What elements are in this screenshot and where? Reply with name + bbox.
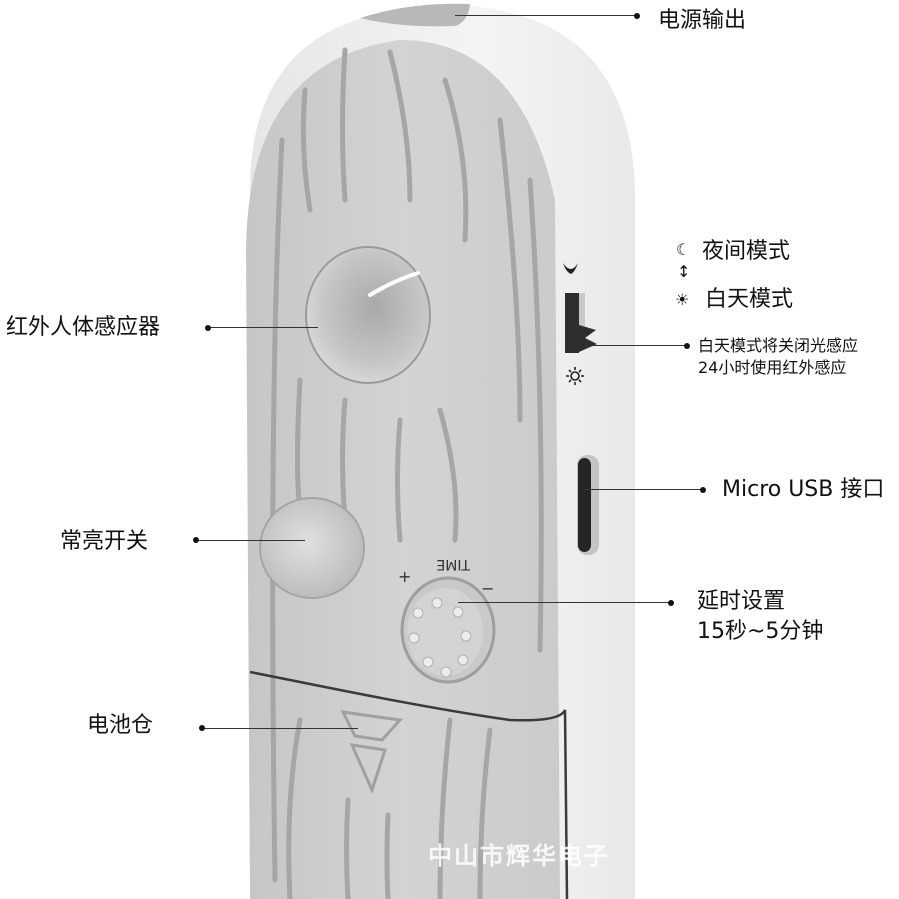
label-day-mode-note: 白天模式将关闭光感应 24小时使用红外感应 [698, 335, 858, 379]
leader-always-on [197, 540, 305, 541]
pir-sensor-lens [305, 246, 431, 384]
leader-power-output [455, 15, 635, 16]
dot-power-output [634, 13, 640, 19]
micro-usb-port [577, 455, 599, 555]
always-on-button [259, 497, 365, 599]
device-front-face [246, 40, 560, 899]
dial-minus: − [481, 579, 494, 598]
label-delay-setting: 延时设置 15秒~5分钟 [697, 587, 823, 647]
dot-always-on [193, 537, 199, 543]
label-micro-usb: Micro USB 接口 [722, 477, 885, 502]
label-day-mode: 白天模式 [705, 287, 794, 312]
dot-battery [199, 725, 205, 731]
dot-delay-setting [668, 600, 674, 606]
leader-pir-sensor [210, 327, 318, 328]
leader-delay-setting [458, 602, 670, 603]
dial-time-label: TIME [436, 556, 471, 572]
switch-sun-icon [566, 367, 584, 385]
power-output-port [360, 3, 470, 27]
dot-pir-sensor [205, 325, 211, 331]
leader-battery [203, 728, 358, 729]
delay-setting-line2: 15秒~5分钟 [697, 619, 824, 644]
dot-day-mode-note [684, 343, 690, 349]
time-dial: TIME + − [398, 556, 496, 684]
arrow-updown-icon: ↕ [677, 262, 691, 281]
label-night-mode: 夜间模式 [702, 239, 791, 264]
dot-micro-usb [700, 487, 706, 493]
dial-plus: + [398, 567, 411, 586]
label-always-on-switch: 常亮开关 [60, 529, 149, 554]
leader-day-mode-note [585, 345, 685, 346]
leader-micro-usb [583, 489, 701, 490]
watermark: 中山市辉华电子 [428, 842, 610, 870]
day-mode-note-line1: 白天模式将关闭光感应 [698, 336, 859, 355]
label-pir-sensor: 红外人体感应器 [6, 315, 161, 340]
moon-icon: ☾ [676, 240, 691, 259]
sun-icon: ☀ [675, 290, 690, 309]
delay-setting-line1: 延时设置 [697, 589, 786, 614]
day-mode-note-line2: 24小时使用红外感应 [698, 358, 847, 377]
label-battery-compartment: 电池仓 [87, 713, 154, 738]
label-power-output: 电源输出 [658, 8, 747, 33]
